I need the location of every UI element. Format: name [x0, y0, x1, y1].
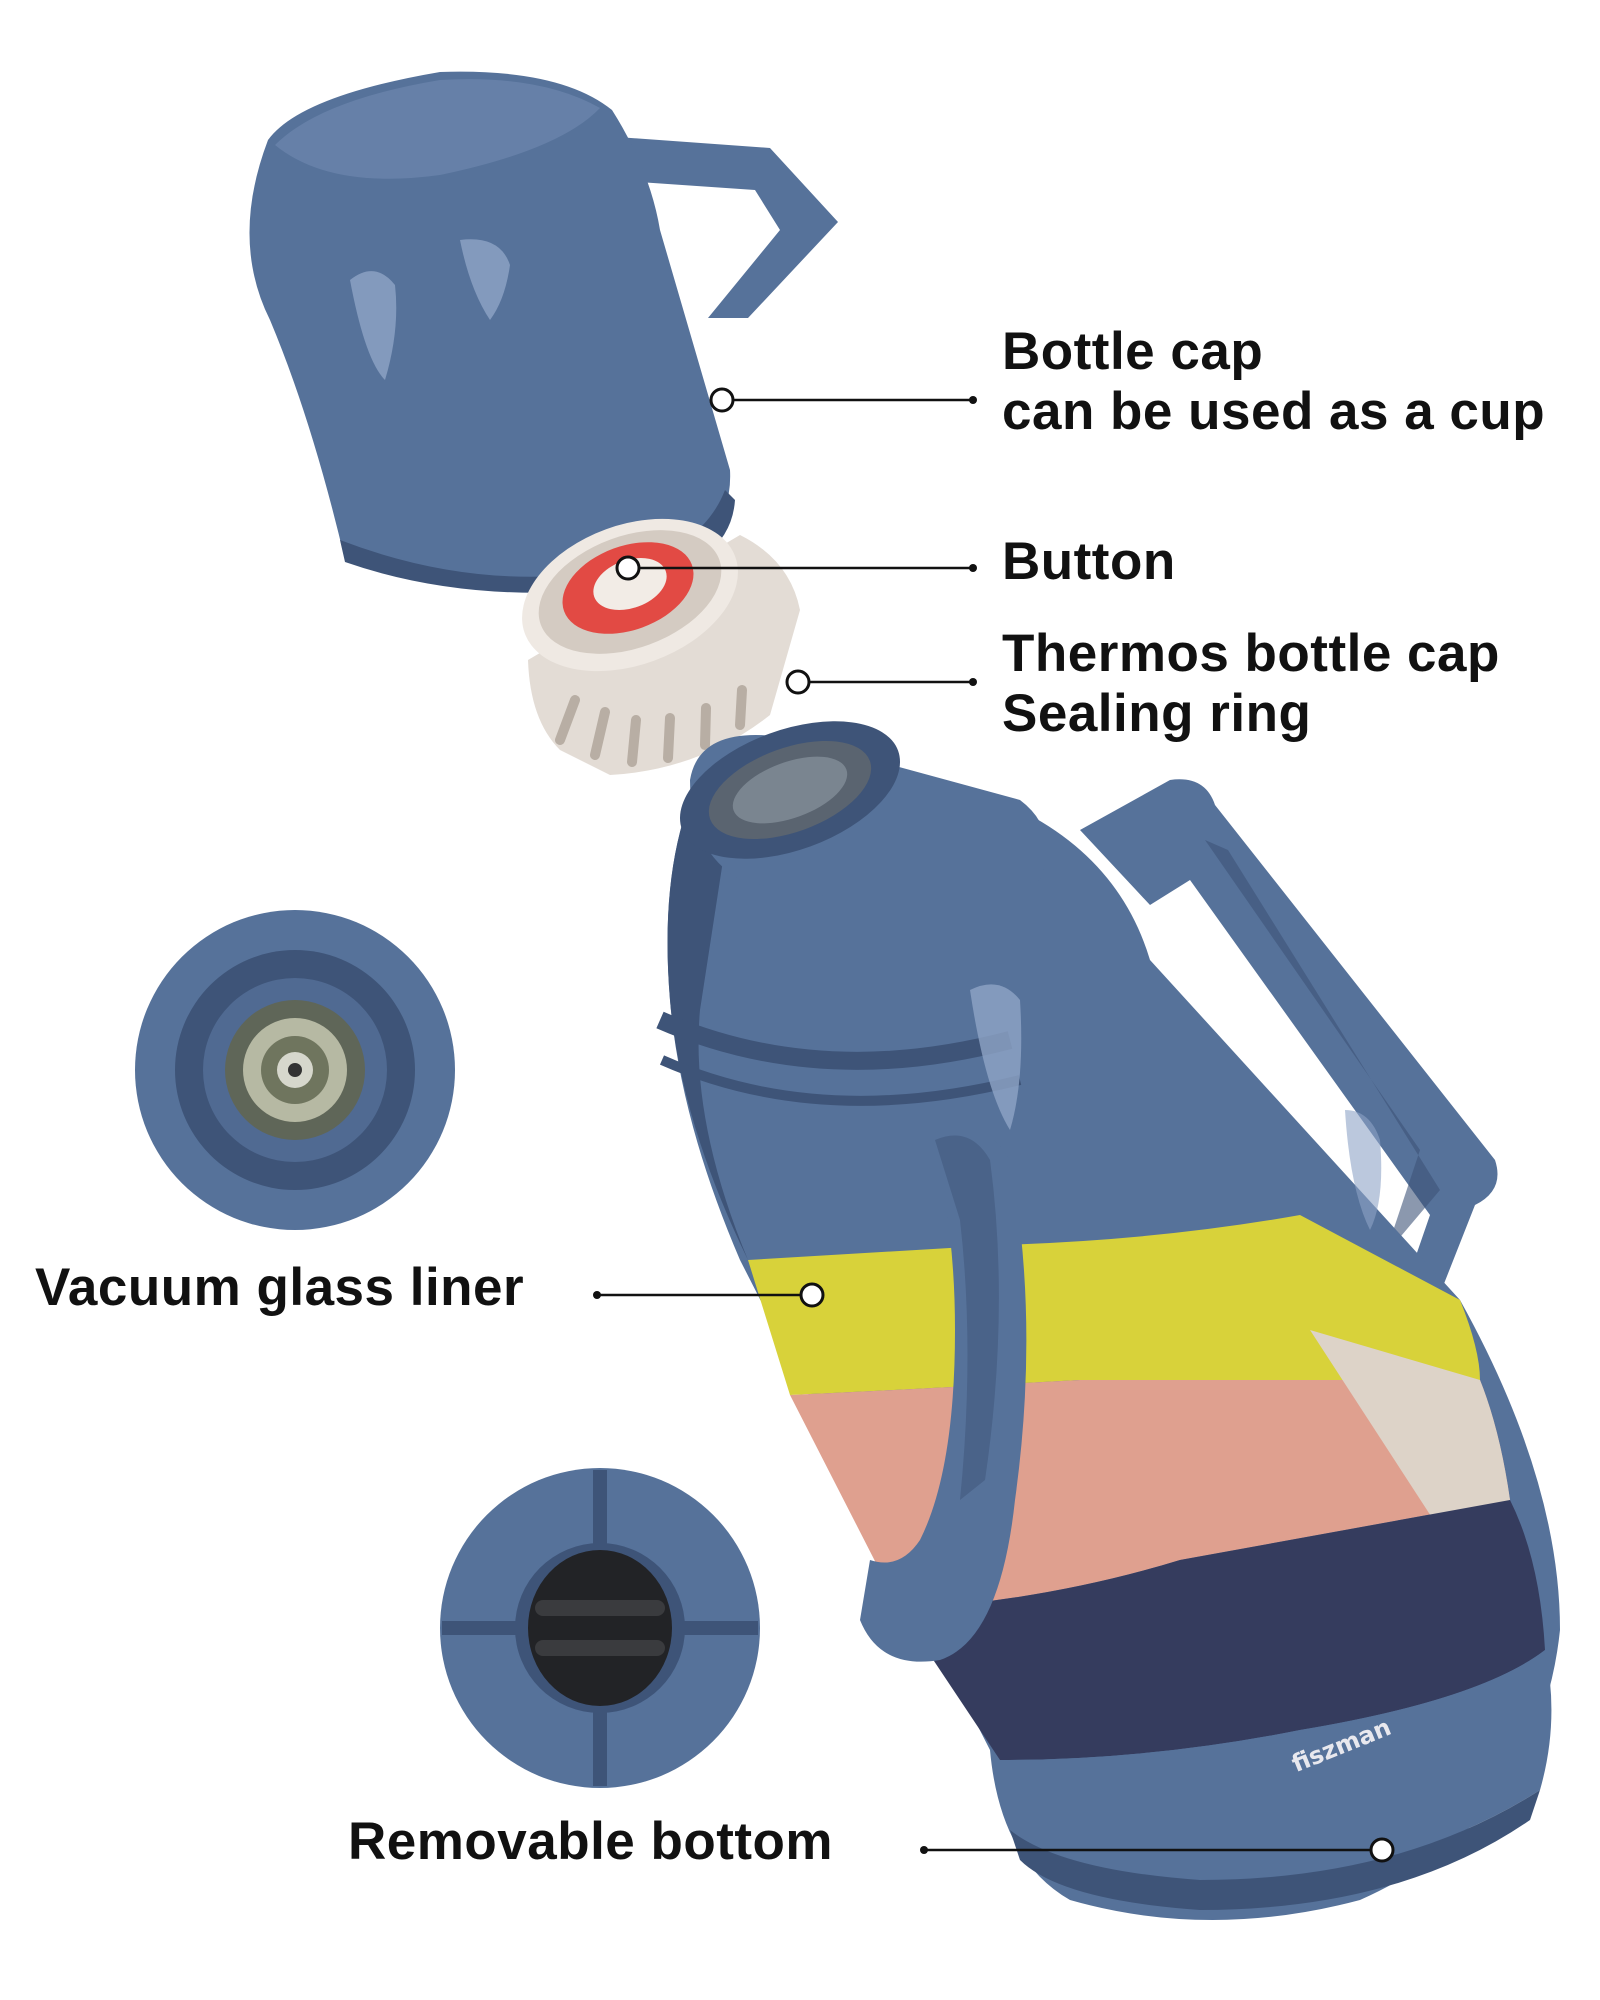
cup-illustration: [249, 71, 838, 593]
leader-lines: [598, 398, 1382, 1852]
label-removable-bottom: Removable bottom: [348, 1812, 834, 1871]
label-thermos-cap-line1: Thermos bottle cap: [1002, 624, 1500, 683]
label-thermos-cap: Thermos bottle cap Sealing ring: [1002, 624, 1500, 744]
marker-removable-bottom: [1369, 1837, 1395, 1863]
marker-vacuum-liner: [799, 1282, 825, 1308]
marker-button: [615, 555, 641, 581]
label-thermos-cap-line2: Sealing ring: [1002, 684, 1312, 743]
vacuum-liner-inset: [135, 910, 455, 1230]
label-bottle-cap-line2: can be used as a cup: [1002, 382, 1546, 441]
thermos-bottle-illustration: [656, 721, 1560, 1920]
label-bottle-cap: Bottle cap can be used as a cup: [1002, 322, 1545, 442]
pointer-markers: [593, 387, 1395, 1863]
thermos-cap-illustration: [522, 518, 800, 775]
removable-bottom-inset: [440, 1468, 760, 1788]
marker-thermos-cap: [785, 669, 811, 695]
label-vacuum-liner: Vacuum glass liner: [35, 1258, 525, 1317]
label-button: Button: [1002, 532, 1176, 591]
label-bottle-cap-line1: Bottle cap: [1002, 322, 1264, 381]
marker-bottle-cap: [709, 387, 735, 413]
